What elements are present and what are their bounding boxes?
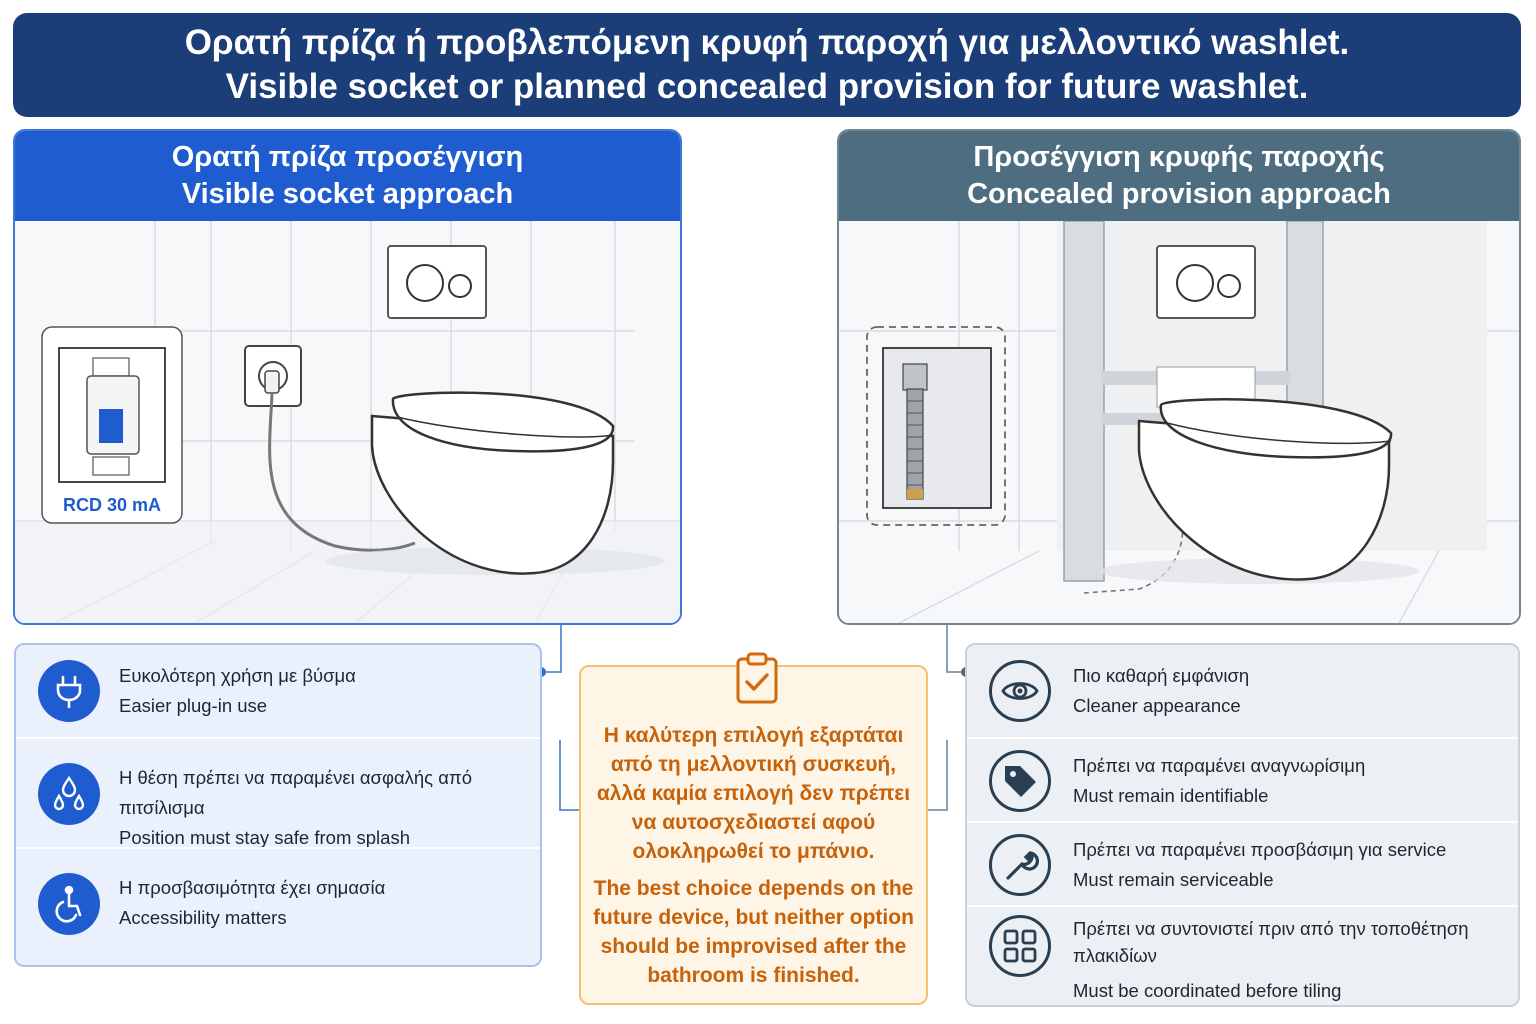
item-english: Must remain serviceable [1073,869,1274,890]
page-title: Ορατή πρίζα ή προβλεπόμενη κρυφή παροχή … [13,13,1521,117]
item-greek: Πρέπει να συντονιστεί πριν από την τοποθ… [1073,918,1469,966]
item-english: Position must stay safe from splash [119,827,410,848]
concealed-provision-panel: Προσέγγιση κρυφής παροχής Concealed prov… [837,129,1521,625]
list-item: Η θέση πρέπει να παραμένει ασφαλής από π… [16,737,540,848]
list-item: Πρέπει να παραμένει αναγνωρίσιμη Must re… [967,737,1518,821]
concealed-provision-heading-english: Concealed provision approach [967,178,1391,210]
visible-socket-illustration: RCD 30 mA [15,221,680,623]
item-greek: Πιο καθαρή εμφάνιση [1073,665,1250,686]
title-greek: Ορατή πρίζα ή προβλεπόμενη κρυφή παροχή … [184,23,1350,62]
concealed-provision-heading-greek: Προσέγγιση κρυφής παροχής [973,141,1385,173]
item-english: Cleaner appearance [1073,695,1241,716]
item-english: Must remain identifiable [1073,785,1269,806]
concealed-provision-heading: Προσέγγιση κρυφής παροχής Concealed prov… [839,131,1519,221]
grid-icon [989,915,1051,977]
item-english: Accessibility matters [119,907,287,928]
visible-socket-heading-english: Visible socket approach [181,178,514,210]
item-greek: Πρέπει να παραμένει αναγνωρίσιμη [1073,755,1366,776]
item-greek: Ευκολότερη χρήση με βύσμα [119,665,356,686]
visible-socket-benefits: Ευκολότερη χρήση με βύσμα Easier plug-in… [14,643,542,967]
item-greek: Η προσβασιμότητα έχει σημασία [119,877,386,898]
visible-socket-panel: Ορατή πρίζα προσέγγιση Visible socket ap… [13,129,682,625]
item-greek: Η θέση πρέπει να παραμένει ασφαλής από π… [119,767,472,818]
concealed-provision-benefits: Πιο καθαρή εμφάνιση Cleaner appearance Π… [965,643,1520,1007]
accessibility-icon [38,873,100,935]
clipboard-check-icon [736,652,778,704]
list-item: Πρέπει να συντονιστεί πριν από την τοποθ… [967,905,1518,1005]
conclusion-greek: Η καλύτερη επιλογή εξαρτάται από τη μελλ… [596,724,911,863]
list-item: Ευκολότερη χρήση με βύσμα Easier plug-in… [16,645,540,737]
visible-socket-heading-greek: Ορατή πρίζα προσέγγιση [171,141,524,173]
water-drops-icon [38,763,100,825]
visible-socket-heading: Ορατή πρίζα προσέγγιση Visible socket ap… [15,131,680,221]
concealed-provision-illustration [839,221,1519,623]
title-english: Visible socket or planned concealed prov… [225,67,1309,106]
item-english: Must be coordinated before tiling [1073,980,1342,1001]
conclusion-english: The best choice depends on the future de… [593,877,914,987]
rcd-label: RCD 30 mA [63,495,161,515]
plug-icon [38,660,100,722]
eye-icon [989,660,1051,722]
tag-icon [989,750,1051,812]
item-english: Easier plug-in use [119,695,268,716]
item-greek: Πρέπει να παραμένει προσβάσιμη για servi… [1073,839,1447,860]
wrench-icon [989,834,1051,896]
list-item: Πιο καθαρή εμφάνιση Cleaner appearance [967,645,1518,737]
list-item: Πρέπει να παραμένει προσβάσιμη για servi… [967,821,1518,905]
conclusion-box: Η καλύτερη επιλογή εξαρτάται από τη μελλ… [579,652,928,1005]
list-item: Η προσβασιμότητα έχει σημασία Accessibil… [16,847,540,965]
